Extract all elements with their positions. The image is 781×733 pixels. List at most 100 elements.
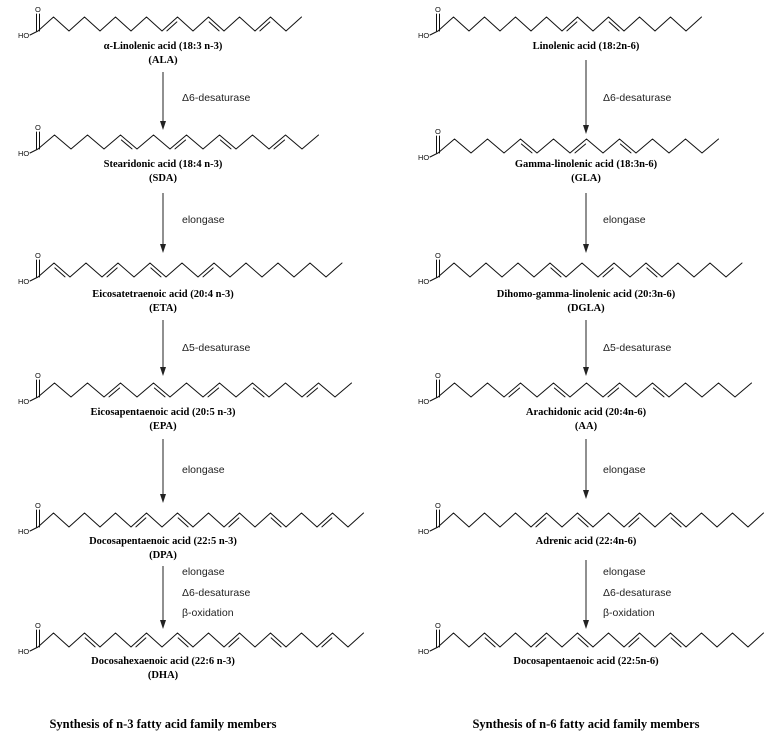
molecule-n6-2: OHO — [418, 251, 743, 286]
molecule-n3-4: OHO — [18, 501, 364, 536]
hydroxyl-label: HO — [418, 153, 429, 162]
double-bond — [619, 143, 632, 154]
oxygen-atom-label: O — [435, 371, 441, 380]
reaction-arrow-n6-3 — [583, 320, 589, 376]
enzyme-label-n3-4: elongase — [182, 464, 225, 476]
hydroxyl-bond — [429, 526, 439, 532]
double-bond — [228, 637, 240, 648]
oxygen-atom-label: O — [35, 123, 41, 132]
oxygen-atom-label: O — [35, 251, 41, 260]
carbon-chain — [437, 138, 719, 154]
compound-name-dpa-n6: Docosapentaenoic acid (22:5n-6) — [513, 656, 659, 667]
enzyme-label-n3-1: Δ6-desaturase — [182, 92, 250, 104]
compound-name-aa: Arachidonic acid (20:4n-6) — [526, 407, 647, 418]
reaction-arrow-n3-4 — [160, 439, 166, 503]
hydroxyl-label: HO — [18, 647, 29, 656]
double-bond — [219, 139, 232, 150]
double-bond — [577, 637, 589, 648]
double-bond — [553, 387, 566, 398]
hydroxyl-label: HO — [418, 647, 429, 656]
oxygen-atom-label: O — [435, 501, 441, 510]
double-bond — [228, 517, 240, 528]
compound-name-adrenic: Adrenic acid (22:4n-6) — [536, 536, 637, 547]
reaction-arrow-n6-1 — [583, 60, 589, 134]
hydroxyl-label: HO — [418, 277, 429, 286]
reaction-arrow-n6-4 — [583, 439, 589, 499]
enzyme-label-n6-4: elongase — [603, 464, 646, 476]
double-bond — [607, 387, 620, 398]
double-bond — [270, 517, 282, 528]
double-bond — [259, 21, 271, 32]
molecule-n6-4: OHO — [418, 501, 764, 536]
reaction-arrow-n3-3 — [160, 320, 166, 376]
molecule-n6-0: OHO — [418, 5, 702, 40]
double-bond — [670, 637, 682, 648]
double-bond — [574, 143, 587, 154]
double-bond — [670, 517, 682, 528]
compound-abbr-sda: (SDA) — [149, 173, 178, 184]
double-bond — [135, 637, 147, 648]
compound-name-epa: Eicosapentaenoic acid (20:5 n-3) — [91, 407, 236, 418]
hydroxyl-bond — [29, 276, 39, 282]
double-bond — [150, 267, 162, 278]
double-bond — [652, 387, 665, 398]
molecule-n3-0: OHO — [18, 5, 302, 40]
carbon-chain — [37, 382, 352, 398]
double-bond — [566, 21, 578, 32]
hydroxyl-label: HO — [18, 31, 29, 40]
double-bond — [608, 21, 620, 32]
oxygen-atom-label: O — [35, 371, 41, 380]
enzyme-label-n3-5b: Δ6-desaturase — [182, 587, 250, 599]
compound-name-dpa: Docosapentaenoic acid (22:5 n-3) — [89, 536, 237, 547]
carbon-chain — [437, 16, 702, 32]
enzyme-label-n3-5a: elongase — [182, 566, 225, 578]
oxygen-atom-label: O — [435, 127, 441, 136]
carbon-chain — [37, 512, 364, 528]
reaction-arrow-n3-2 — [160, 193, 166, 253]
hydroxyl-bond — [29, 646, 39, 652]
oxygen-atom-label: O — [35, 501, 41, 510]
compound-abbr-dgla: (DGLA) — [567, 303, 605, 314]
molecule-n3-5: OHO — [18, 621, 364, 656]
oxygen-atom-label: O — [435, 5, 441, 14]
compound-abbr-dha: (DHA) — [148, 670, 179, 681]
hydroxyl-bond — [429, 396, 439, 402]
hydroxyl-bond — [429, 646, 439, 652]
carbon-chain — [437, 382, 752, 398]
footer-title-n3: Synthesis of n-3 fatty acid family membe… — [49, 717, 276, 731]
carbon-chain — [37, 262, 343, 278]
double-bond — [202, 267, 214, 278]
double-bond — [177, 637, 189, 648]
hydroxyl-label: HO — [18, 277, 29, 286]
double-bond — [273, 139, 286, 150]
hydroxyl-label: HO — [18, 397, 29, 406]
enzyme-label-n6-1: Δ6-desaturase — [603, 92, 671, 104]
compound-name-eta: Eicosatetraenoic acid (20:4 n-3) — [92, 289, 234, 300]
double-bond — [628, 517, 640, 528]
double-bond — [535, 517, 547, 528]
double-bond — [306, 387, 319, 398]
compound-name-la: Linolenic acid (18:2n-6) — [533, 41, 640, 52]
compound-name-gla: Gamma-linolenic acid (18:3n-6) — [515, 159, 658, 170]
double-bond — [106, 267, 118, 278]
enzyme-label-n6-5c: β-oxidation — [603, 607, 655, 619]
double-bond — [550, 267, 562, 278]
double-bond — [646, 267, 658, 278]
compound-abbr-eta: (ETA) — [149, 303, 177, 314]
molecule-n6-3: OHO — [418, 371, 752, 406]
carbon-chain — [437, 632, 764, 648]
enzyme-label-n6-5a: elongase — [603, 566, 646, 578]
double-bond — [484, 637, 496, 648]
enzyme-label-n3-5c: β-oxidation — [182, 607, 234, 619]
reaction-arrow-n6-5 — [583, 560, 589, 629]
hydroxyl-bond — [429, 30, 439, 36]
molecule-n6-1: O HO — [418, 127, 719, 162]
enzyme-label-n3-2: elongase — [182, 214, 225, 226]
footer-title-n6: Synthesis of n-6 fatty acid family membe… — [472, 717, 699, 731]
molecule-n3-3: O HO — [18, 371, 352, 406]
carbon-chain — [37, 632, 364, 648]
double-bond — [520, 143, 533, 154]
enzyme-label-n6-3: Δ5-desaturase — [603, 342, 671, 354]
